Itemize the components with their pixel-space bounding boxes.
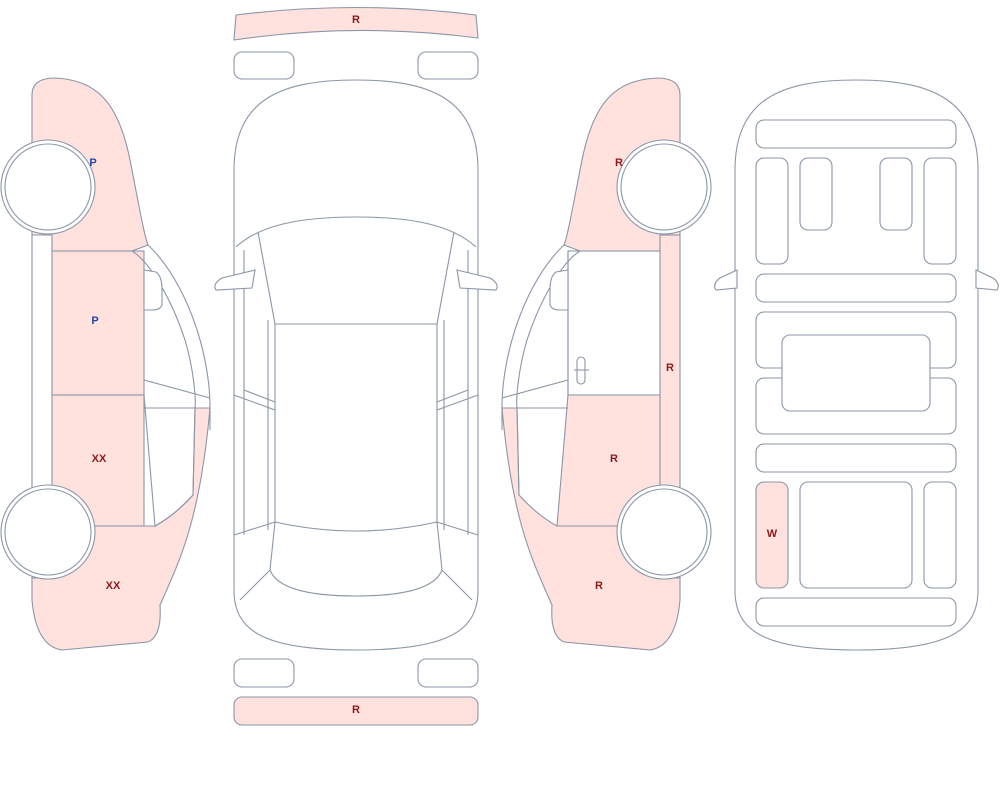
rear-seat-cushion[interactable] [799,481,913,589]
left-rear-door-mark: XX [92,453,107,465]
headlight-right [417,51,479,80]
dashboard[interactable] [755,119,957,149]
b-pillar-left [233,389,276,411]
cargo-area[interactable] [755,597,957,627]
rear-seat-back[interactable] [755,443,957,473]
interior-mirror-right [975,269,999,291]
c-pillar-left [233,521,276,601]
rear-bumper-mark: R [352,704,360,716]
interior-view: W [714,79,999,651]
mirror-right [456,269,498,291]
a-pillar-right [436,231,455,325]
rear-window [269,569,443,597]
roof-panel [274,324,438,532]
left-rear-quarter-mark: XX [106,580,121,592]
right-rear-quarter-mark: R [595,580,603,592]
front-left-door-trim[interactable] [755,157,789,265]
front-bumper-panel[interactable] [233,6,479,41]
car-body-outline [233,79,479,651]
right-mirror [549,269,569,311]
front-right-door-trim[interactable] [923,157,957,265]
left-front-wheel [4,143,92,231]
interior-rear-left-seat-mark: W [767,528,778,540]
rear-right-door-trim[interactable] [923,481,957,589]
front-right-seat[interactable] [879,157,913,231]
right-rocker-panel-mark: R [666,362,674,374]
left-front-fender-mark: P [89,157,96,169]
right-door-divider [501,379,569,399]
right-rear-quarter-panel[interactable] [501,407,681,651]
windshield [235,216,477,248]
mirror-left [214,269,256,291]
c-pillar-right [436,521,479,601]
headlight-left [233,51,295,80]
right-front-fender-mark: R [615,157,623,169]
front-bumper-mark: R [352,14,360,26]
front-seat-row[interactable] [755,273,957,303]
taillight-left [233,658,295,688]
left-door-divider [143,379,211,399]
rear-bumper-panel[interactable] [233,696,479,726]
right-front-wheel [620,143,708,231]
right-side-view: R R R R [501,77,712,651]
top-view: R R [214,6,498,726]
interior-mirror-left [714,269,738,291]
left-front-door-mark: P [91,315,98,327]
interior-rear-left-seat-panel[interactable] [755,481,789,589]
a-pillar-left [257,231,276,325]
left-side-view: P P XX XX [0,77,211,651]
right-window-frame [516,250,581,496]
front-left-seat[interactable] [799,157,833,231]
right-rear-wheel [620,488,708,576]
b-pillar-right [436,389,479,411]
sunroof[interactable] [781,334,931,412]
left-front-door-panel[interactable] [51,250,145,396]
right-rear-door-mark: R [610,453,618,465]
left-rear-wheel [4,488,92,576]
taillight-right [417,658,479,688]
left-mirror [143,269,163,311]
